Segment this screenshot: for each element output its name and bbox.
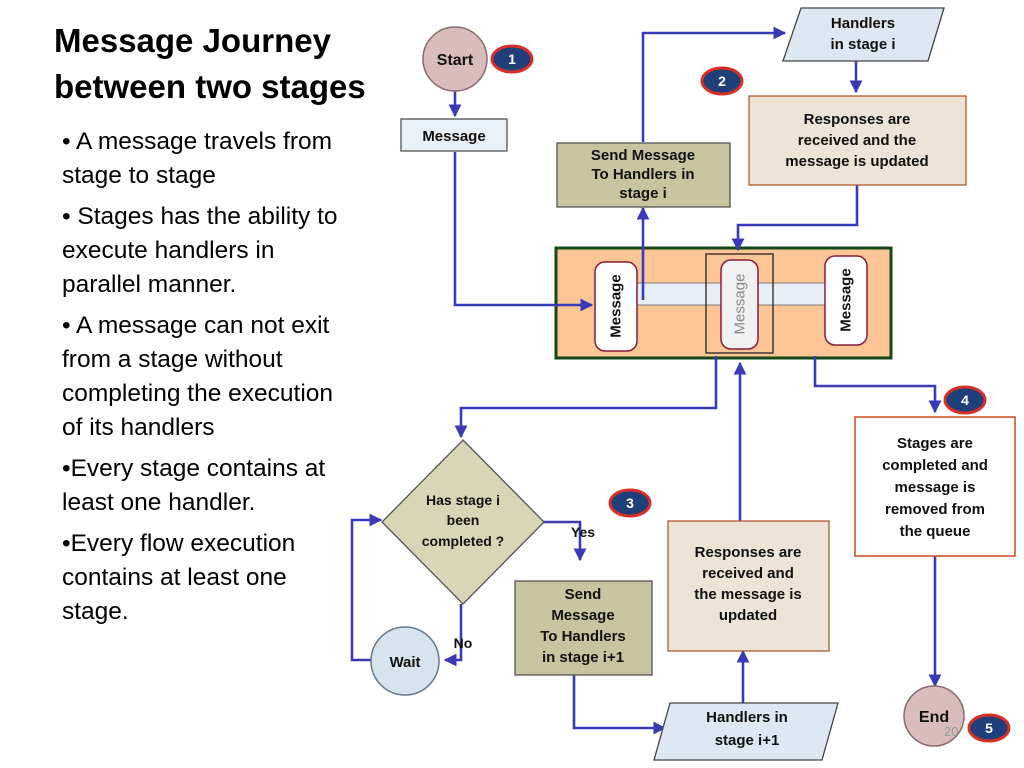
svg-text:1: 1 xyxy=(508,51,516,67)
svg-text:received and the: received and the xyxy=(798,132,916,149)
yes-label: Yes xyxy=(571,524,595,540)
stage-queue: Message Message Message xyxy=(554,246,893,360)
stages-completed-box: Stages are completed and message is remo… xyxy=(854,416,1016,557)
step-badge-4: 4 xyxy=(943,385,987,415)
step-badge-2: 2 xyxy=(700,66,744,96)
step-badge-1: 1 xyxy=(490,44,534,74)
svg-text:Send: Send xyxy=(565,586,602,603)
svg-text:received and: received and xyxy=(702,565,794,582)
svg-text:message is updated: message is updated xyxy=(785,153,928,170)
svg-text:completed and: completed and xyxy=(882,457,988,474)
svg-text:Handlers in: Handlers in xyxy=(706,709,788,726)
svg-text:4: 4 xyxy=(961,392,969,408)
bullet-item: •Every stage contains at least one handl… xyxy=(62,455,326,516)
queue-message-left: Message xyxy=(594,261,638,352)
svg-text:Message: Message xyxy=(838,268,855,331)
svg-text:removed from: removed from xyxy=(885,501,985,518)
svg-text:been: been xyxy=(447,512,480,528)
svg-text:in stage i+1: in stage i+1 xyxy=(542,649,624,666)
no-label: No xyxy=(454,635,473,651)
svg-text:To Handlers: To Handlers xyxy=(540,628,626,645)
svg-text:message is: message is xyxy=(895,479,976,496)
send-stage-i-box: Send Message To Handlers in stage i xyxy=(556,142,731,208)
handlers-stage-i1: Handlers in stage i+1 xyxy=(653,702,839,761)
svg-text:Handlers: Handlers xyxy=(831,15,895,32)
svg-text:Wait: Wait xyxy=(389,654,420,671)
svg-text:5: 5 xyxy=(985,720,993,736)
page-number: 20 xyxy=(944,724,959,739)
svg-text:Message: Message xyxy=(422,128,485,145)
svg-text:To Handlers in: To Handlers in xyxy=(591,166,694,183)
responses-bottom-box: Responses are received and the message i… xyxy=(667,520,830,652)
svg-text:stage i+1: stage i+1 xyxy=(715,732,780,749)
svg-text:completed ?: completed ? xyxy=(422,533,504,549)
svg-text:Has stage i: Has stage i xyxy=(426,492,500,508)
wait-node: Wait xyxy=(370,626,440,696)
svg-text:Responses are: Responses are xyxy=(804,111,911,128)
svg-text:in stage i: in stage i xyxy=(830,36,895,53)
bullet-item: • A message travels from stage to stage xyxy=(62,128,333,189)
send-stage-i1-box: Send Message To Handlers in stage i+1 xyxy=(514,580,653,676)
svg-text:Send Message: Send Message xyxy=(591,147,695,164)
svg-text:2: 2 xyxy=(718,73,726,89)
bullet-item: • A message can not exit from a stage wi… xyxy=(62,312,334,441)
end-node: End xyxy=(903,685,965,747)
step-badge-5: 5 xyxy=(967,713,1011,743)
svg-text:stage i: stage i xyxy=(619,185,667,202)
queue-message-right: Message xyxy=(824,255,868,346)
svg-text:the queue: the queue xyxy=(900,523,971,540)
svg-text:3: 3 xyxy=(626,495,634,511)
svg-text:Message: Message xyxy=(551,607,614,624)
svg-text:Start: Start xyxy=(437,52,474,69)
responses-top-box: Responses are received and the message i… xyxy=(748,95,967,186)
svg-text:End: End xyxy=(919,709,949,726)
svg-text:the message is: the message is xyxy=(694,586,802,603)
start-node: Start xyxy=(422,26,488,92)
bullet-list: • A message travels from stage to stage … xyxy=(62,125,347,636)
svg-text:Message: Message xyxy=(732,274,749,335)
svg-text:updated: updated xyxy=(719,607,777,624)
title-line-2: between two stages xyxy=(54,68,366,105)
queue-message-mid: Message xyxy=(720,259,759,350)
svg-text:Responses are: Responses are xyxy=(695,544,802,561)
slide-title: Message Journey between two stages xyxy=(54,18,394,110)
step-badge-3: 3 xyxy=(608,488,652,518)
decision-node: Has stage i been completed ? xyxy=(381,439,545,605)
bullet-item: • Stages has the ability to execute hand… xyxy=(62,203,338,298)
svg-text:Message: Message xyxy=(608,274,625,337)
bullet-item: •Every flow execution contains at least … xyxy=(62,530,296,625)
connectors xyxy=(350,26,942,735)
message-box: Message xyxy=(400,118,508,152)
title-line-1: Message Journey xyxy=(54,22,331,59)
handlers-stage-i: Handlers in stage i xyxy=(782,7,945,62)
svg-text:Stages are: Stages are xyxy=(897,435,973,452)
